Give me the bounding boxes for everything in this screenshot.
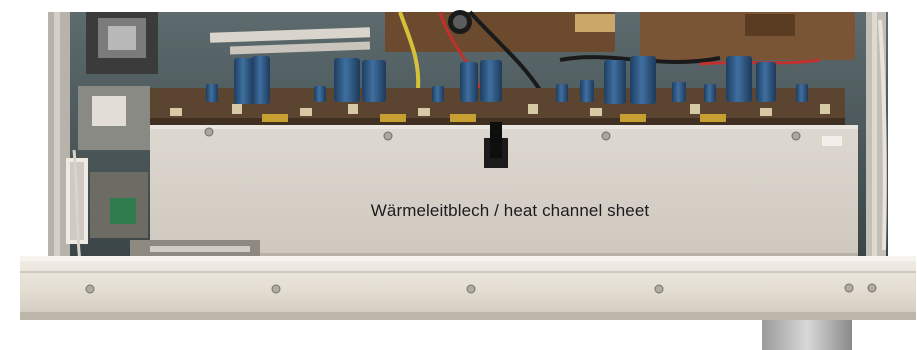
capacitor-bank [206, 56, 808, 104]
ribbon-cable [209, 27, 371, 43]
foot-cylinder [762, 320, 852, 350]
sheet-screws [204, 127, 801, 141]
heat-sheet-annotation: Wärmeleitblech / heat channel sheet [370, 201, 650, 220]
front-rail-screws [85, 283, 877, 294]
